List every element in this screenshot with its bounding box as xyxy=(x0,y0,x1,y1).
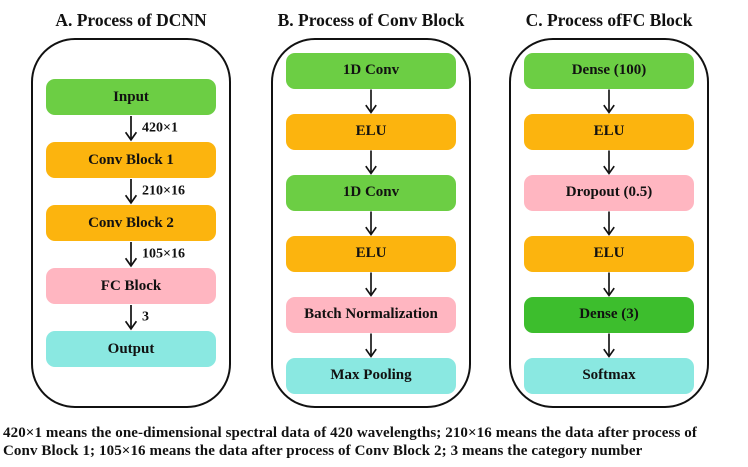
panel-a-title: A. Process of DCNN xyxy=(55,9,207,30)
arrow-connector: 105×16 xyxy=(33,241,229,268)
flow-node: Conv Block 2 xyxy=(46,205,216,241)
flow-node: Softmax xyxy=(524,357,694,394)
arrow-down-icon xyxy=(124,242,138,268)
flow-node: ELU xyxy=(524,113,694,150)
arrow-connector xyxy=(511,271,707,297)
arrow-down-icon xyxy=(603,88,615,114)
panel-c-flow: Dense (100) ELU Dropout (0.5) ELU Dense (3) S… xyxy=(511,40,707,406)
flow-node: Dense (100) xyxy=(524,52,694,89)
arrow-connector xyxy=(511,210,707,236)
arrow-connector xyxy=(511,149,707,175)
flow-node: ELU xyxy=(286,235,456,272)
caption-line: 420×1 means the one-dimensional spectral… xyxy=(3,425,697,441)
arrow-connector xyxy=(273,149,469,175)
arrow-down-icon xyxy=(365,149,377,175)
flow-node: Batch Normalization xyxy=(286,296,456,333)
flow-node: 1D Conv xyxy=(286,174,456,211)
flow-node: ELU xyxy=(286,113,456,150)
arrow-down-icon xyxy=(365,332,377,358)
panel-c-title: C. Process ofFC Block xyxy=(525,9,693,30)
arrow-down-icon xyxy=(365,271,377,297)
panel-b-title: B. Process of Conv Block xyxy=(277,9,465,30)
flow-node: Max Pooling xyxy=(286,357,456,394)
flow-node: Conv Block 1 xyxy=(46,142,216,178)
arrow-connector: 210×16 xyxy=(33,178,229,205)
arrow-connector xyxy=(273,210,469,236)
arrow-label: 105×16 xyxy=(142,246,185,262)
caption-line: Conv Block 1; 105×16 means the data afte… xyxy=(3,443,643,459)
flow-node: Dropout (0.5) xyxy=(524,174,694,211)
arrow-down-icon xyxy=(603,332,615,358)
arrow-connector xyxy=(511,332,707,358)
flow-node: Output xyxy=(46,331,216,367)
arrow-connector: 420×1 xyxy=(33,115,229,142)
arrow-label: 210×16 xyxy=(142,183,185,199)
arrow-label: 3 xyxy=(142,309,149,325)
arrow-connector xyxy=(273,271,469,297)
arrow-down-icon xyxy=(603,210,615,236)
panel-c-frame: Dense (100) ELU Dropout (0.5) ELU Dense (3) S… xyxy=(509,38,709,408)
arrow-connector xyxy=(273,88,469,114)
arrow-down-icon xyxy=(603,271,615,297)
arrow-connector xyxy=(273,332,469,358)
arrow-connector: 3 xyxy=(33,304,229,331)
flow-node: Dense (3) xyxy=(524,296,694,333)
arrow-down-icon xyxy=(124,116,138,142)
arrow-down-icon xyxy=(603,149,615,175)
caption: 420×1 means the one-dimensional spectral… xyxy=(3,424,745,460)
panel-c-column: C. Process ofFC Block Dense (100) ELU Drop… xyxy=(509,2,709,408)
arrow-down-icon xyxy=(365,210,377,236)
arrow-down-icon xyxy=(124,179,138,205)
arrow-label: 420×1 xyxy=(142,120,178,136)
arrow-connector xyxy=(511,88,707,114)
arrow-down-icon xyxy=(365,88,377,114)
flow-node: FC Block xyxy=(46,268,216,304)
arrow-down-icon xyxy=(124,305,138,331)
flow-node: 1D Conv xyxy=(286,52,456,89)
flow-node: Input xyxy=(46,79,216,115)
flow-node: ELU xyxy=(524,235,694,272)
